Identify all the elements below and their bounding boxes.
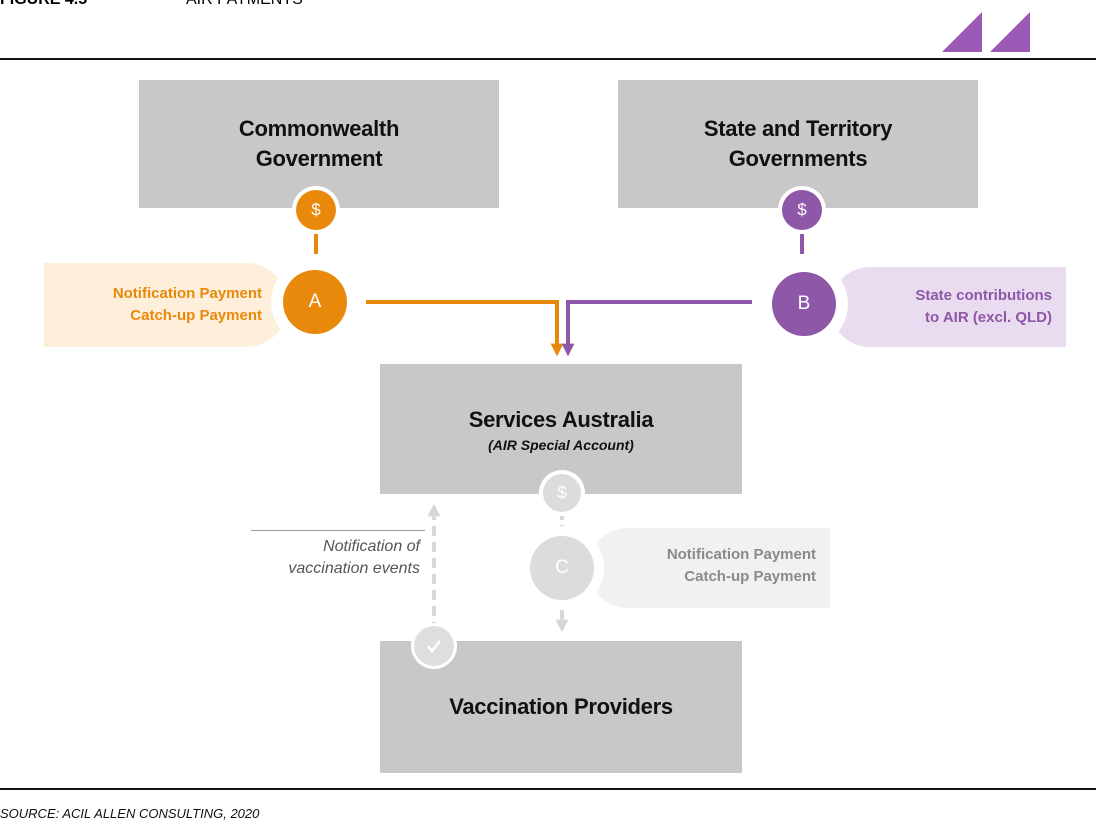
figure-label: FIGURE 4.5: [0, 0, 87, 8]
header-rule: [0, 58, 1096, 60]
badge-b: $: [782, 190, 822, 230]
arrow-a: [366, 300, 564, 357]
logo-triangles: [942, 12, 1030, 52]
logo-triangle-left: [942, 12, 982, 52]
services-australia-title: Services Australia: [468, 407, 654, 432]
letter-b: B: [797, 293, 811, 314]
badge-a: $: [296, 190, 336, 230]
notification-line1: Notification of: [323, 538, 420, 555]
label-a: Notification Payment Catch-up Payment: [58, 283, 262, 327]
figure-title: AIR PAYMENTS: [186, 0, 303, 9]
label-b: State contributions to AIR (excl. QLD): [850, 285, 1052, 329]
label-c-line2: Catch-up Payment: [684, 568, 816, 585]
band-c: Notification Payment Catch-up Payment: [588, 528, 830, 608]
arrow-b: [561, 300, 752, 357]
notification-label: Notification of vaccination events: [240, 536, 420, 580]
check-icon: [414, 626, 454, 666]
commonwealth-line2: Government: [255, 146, 383, 171]
logo-triangle-right: [990, 12, 1030, 52]
label-a-line2: Catch-up Payment: [130, 307, 262, 324]
services-australia-box: Services Australia (AIR Special Account): [380, 364, 742, 494]
circle-c: C: [530, 536, 594, 600]
letter-a: A: [308, 291, 322, 312]
label-c-line1: Notification Payment: [666, 546, 816, 563]
label-a-line1: Notification Payment: [112, 285, 262, 302]
letter-c: C: [555, 557, 569, 578]
state-line1: State and Territory: [703, 116, 893, 141]
label-b-line1: State contributions: [915, 287, 1052, 304]
services-australia-subtitle: (AIR Special Account): [488, 437, 634, 453]
band-b: State contributions to AIR (excl. QLD): [830, 267, 1066, 347]
circle-b: B: [772, 272, 836, 336]
dollar-icon: $: [311, 200, 321, 219]
notification-rule: [251, 530, 425, 531]
source-note: SOURCE: ACIL ALLEN CONSULTING, 2020: [0, 806, 260, 821]
circle-a: A: [283, 270, 347, 334]
state-box: State and Territory Governments: [618, 80, 978, 208]
commonwealth-box: Commonwealth Government: [139, 80, 499, 208]
band-a: Notification Payment Catch-up Payment: [44, 263, 288, 347]
figure-header: FIGURE 4.5 AIR PAYMENTS: [0, 0, 303, 9]
commonwealth-line1: Commonwealth: [238, 116, 400, 141]
vaccination-providers-title: Vaccination Providers: [449, 694, 673, 719]
footer-rule: [0, 788, 1096, 790]
dollar-icon: $: [797, 200, 807, 219]
badge-c: $: [543, 474, 581, 512]
state-line2: Governments: [728, 146, 868, 171]
label-c: Notification Payment Catch-up Payment: [608, 544, 816, 588]
dollar-icon: $: [557, 483, 567, 502]
notification-line2: vaccination events: [288, 560, 420, 577]
label-b-line2: to AIR (excl. QLD): [925, 309, 1052, 326]
